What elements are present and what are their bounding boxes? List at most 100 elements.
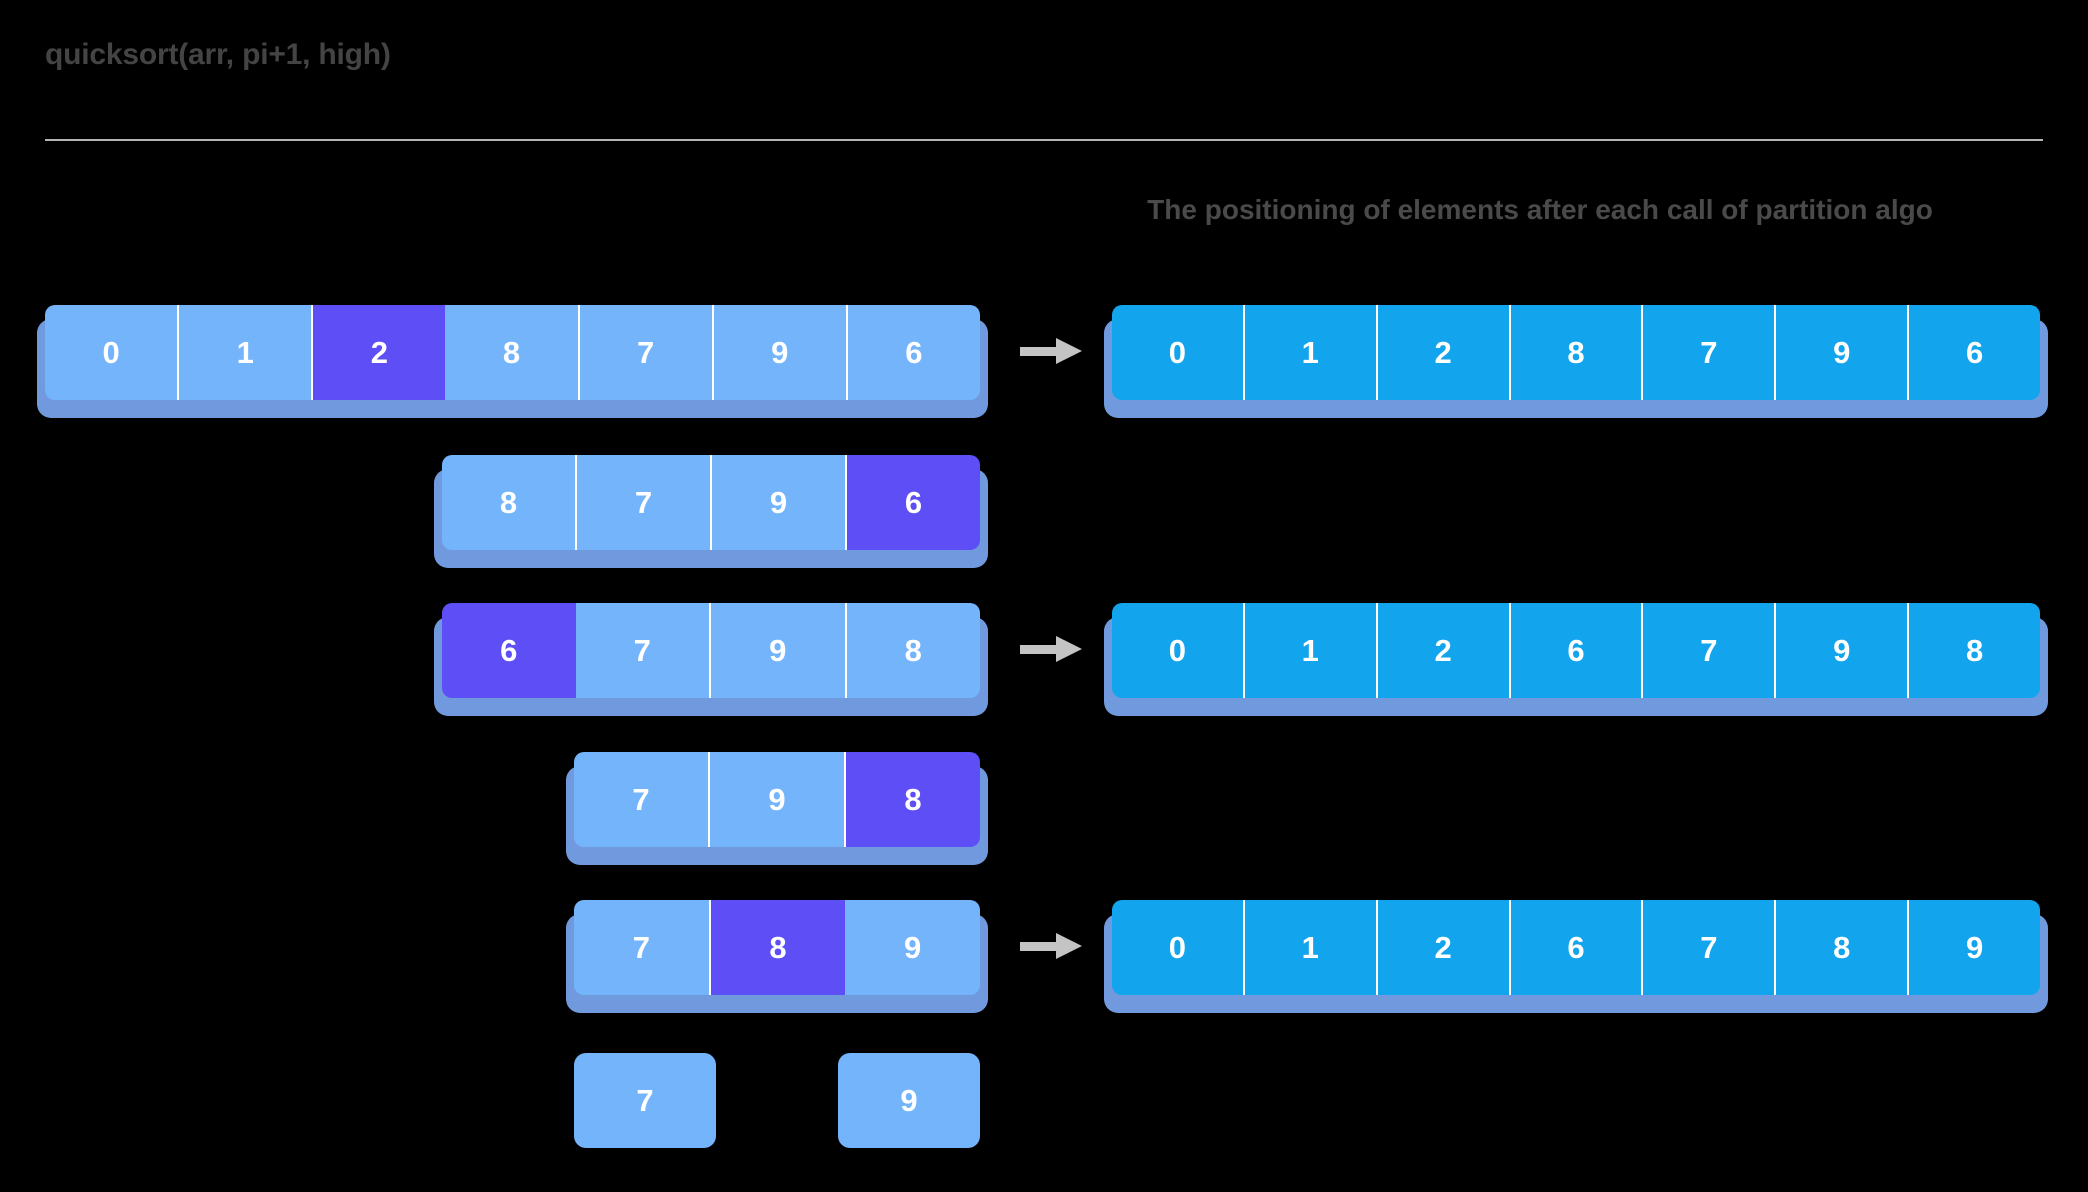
array-cell-value: 9	[768, 781, 786, 817]
array-cell: 7	[574, 900, 711, 995]
page-title: quicksort(arr, pi+1, high)	[45, 38, 391, 71]
array-cell: 0	[1112, 603, 1245, 698]
array-cell: 1	[1244, 900, 1378, 995]
arrow-head	[1056, 933, 1082, 959]
array-cell-value: 1	[1301, 334, 1319, 370]
arrow-right-icon	[1020, 933, 1082, 959]
array-cell-value: 0	[102, 334, 120, 370]
array-cell: 8	[1510, 305, 1644, 400]
array-cell-value: 9	[904, 929, 922, 965]
array-cell-value: 8	[499, 484, 518, 520]
array-cell-value: 7	[1700, 929, 1718, 965]
array-cell-value: 7	[1700, 632, 1718, 668]
array-cell-value: 9	[769, 632, 787, 668]
array-cell-value: 8	[904, 632, 922, 668]
array-cell: 7	[579, 305, 714, 400]
array-cell-value: 8	[1833, 929, 1851, 965]
array-cell-value: 9	[771, 334, 789, 370]
array-cell: 0	[1112, 305, 1245, 400]
array-cell: 0	[1112, 900, 1245, 995]
array-cell-value: 8	[502, 334, 521, 370]
array-cell-value: 9	[1833, 334, 1851, 370]
arrow-shaft	[1020, 347, 1060, 356]
array-cell: 9	[712, 455, 847, 550]
left-array-row-1: 0 1 2 8 7 9 6	[37, 305, 988, 418]
array-cell-value: 7	[634, 484, 653, 520]
array-cell: 1	[179, 305, 314, 400]
array-cell-value: 7	[632, 781, 650, 817]
array-cell-value: 2	[370, 334, 388, 370]
header-divider	[45, 139, 2043, 141]
array-cell-value: 8	[1567, 334, 1585, 370]
array-cell: 2	[1377, 900, 1511, 995]
array-cell: 9	[1909, 900, 2041, 995]
array-cell: 1	[1244, 603, 1378, 698]
right-array-row-3: 0 1 2 6 7 8 9	[1104, 900, 2048, 1013]
array-cell: 8	[442, 455, 577, 550]
array-cell-value: 6	[905, 334, 923, 370]
arrow-head	[1056, 338, 1082, 364]
array-cell: 8	[846, 603, 980, 698]
array-cell: 7	[577, 455, 712, 550]
array-cell-value: 2	[1434, 334, 1452, 370]
array-cell: 1	[1244, 305, 1378, 400]
array-cell-value: 1	[1301, 632, 1319, 668]
right-array-row-2: 0 1 2 6 7 9 8	[1104, 603, 2048, 716]
array-cell: 7	[1643, 305, 1777, 400]
array-cell-value: 7	[637, 334, 655, 370]
left-array-row-3: 6 7 9 8	[434, 603, 988, 716]
array-cell-value: 6	[1965, 334, 1984, 370]
left-array-row-2: 8 7 9 6	[434, 455, 988, 568]
array-cell: 8	[1909, 603, 2041, 698]
array-cell: 6	[1510, 900, 1644, 995]
array-cell-value: 7	[633, 632, 651, 668]
array-cell: 9	[1776, 305, 1910, 400]
left-array-row-4: 7 9 8	[566, 752, 988, 865]
array-cell-value: 6	[904, 484, 923, 520]
arrow-head	[1056, 636, 1082, 662]
array-cell-value: 2	[1434, 632, 1452, 668]
single-box-9: 9	[830, 1053, 988, 1166]
array-cell-pivot: 8	[710, 900, 846, 995]
array-cell-value: 7	[1700, 334, 1718, 370]
array-cell-value: 0	[1168, 632, 1187, 668]
array-cell-value: 2	[1434, 929, 1452, 965]
array-cell-pivot: 2	[313, 305, 446, 400]
arrow-shaft	[1020, 942, 1060, 951]
arrow-right-icon	[1020, 636, 1082, 662]
array-cell-value: 9	[769, 484, 788, 520]
array-cell: 6	[1909, 305, 2041, 400]
array-cell: 9	[1776, 603, 1910, 698]
single-box-value: 9	[900, 1082, 918, 1118]
array-cell: 8	[1776, 900, 1910, 995]
array-cell: 2	[1377, 603, 1511, 698]
single-box-7: 7	[566, 1053, 724, 1166]
array-cell: 7	[574, 752, 710, 847]
right-array-row-1: 0 1 2 8 7 9 6	[1104, 305, 2048, 418]
left-array-row-5: 7 8 9	[566, 900, 988, 1013]
array-cell: 6	[1510, 603, 1644, 698]
array-cell: 9	[845, 900, 981, 995]
array-cell-value: 1	[1301, 929, 1319, 965]
arrow-right-icon	[1020, 338, 1082, 364]
array-cell-pivot: 8	[846, 752, 980, 847]
array-cell: 7	[575, 603, 711, 698]
array-cell-value: 6	[1567, 929, 1585, 965]
array-cell: 9	[710, 752, 846, 847]
array-cell: 7	[1643, 603, 1777, 698]
array-cell-value: 6	[1567, 632, 1585, 668]
array-cell-value: 0	[1168, 334, 1187, 370]
array-cell: 8	[445, 305, 580, 400]
array-cell-pivot: 6	[442, 603, 576, 698]
array-cell-value: 8	[904, 781, 922, 817]
arrow-shaft	[1020, 645, 1060, 654]
array-cell-value: 1	[236, 334, 254, 370]
array-cell-value: 7	[632, 929, 650, 965]
array-cell-value: 9	[1833, 632, 1851, 668]
right-column-heading: The positioning of elements after each c…	[1147, 194, 1933, 225]
array-cell: 0	[45, 305, 180, 400]
array-cell-pivot: 6	[847, 455, 980, 550]
array-cell-value: 9	[1965, 929, 1984, 965]
array-cell-value: 8	[769, 929, 787, 965]
